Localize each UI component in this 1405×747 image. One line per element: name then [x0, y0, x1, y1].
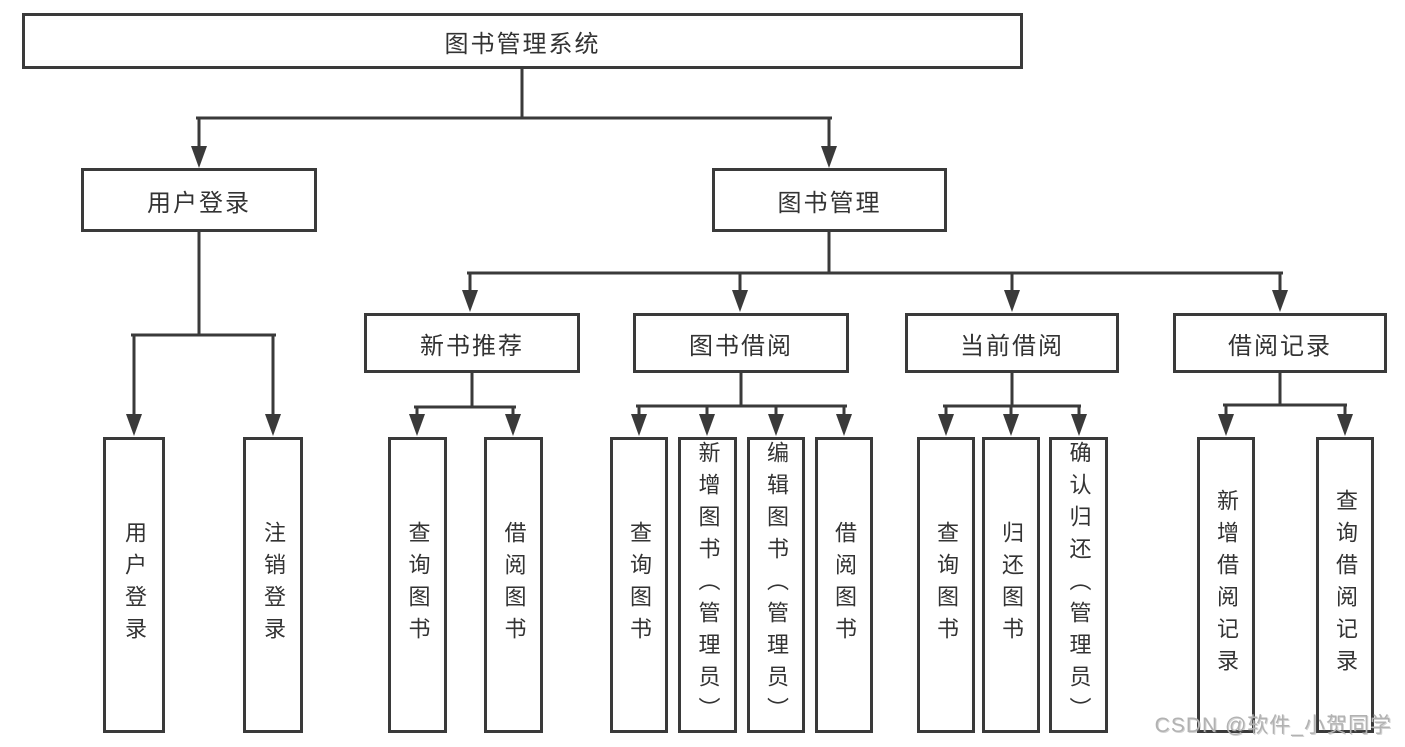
connector-current-borrow-children	[938, 371, 1087, 436]
arrowhead	[821, 146, 837, 168]
arrowhead	[938, 414, 954, 436]
arrowhead	[732, 290, 748, 312]
node-module-label: 借阅记录	[1228, 332, 1332, 360]
leaf-label: 用户登录	[122, 521, 147, 649]
node-branch-book-management: 图书管理	[712, 168, 947, 232]
connector-line	[196, 67, 832, 152]
leaf-query-books-recommend: 查询图书	[388, 437, 447, 733]
leaf-label: 新增借阅记录	[1214, 489, 1239, 681]
connector-book-borrow-children	[631, 371, 852, 436]
leaf-borrow-books-recommend: 借阅图书	[484, 437, 543, 733]
leaf-label: 借阅图书	[832, 521, 857, 649]
leaf-label: 查询图书	[405, 521, 431, 649]
connector-line	[1223, 371, 1347, 422]
connector-borrow-records-children	[1218, 371, 1353, 436]
arrowhead	[1003, 414, 1019, 436]
arrowhead	[265, 414, 281, 436]
arrowhead	[1071, 414, 1087, 436]
leaf-query-borrow-record: 查询借阅记录	[1316, 437, 1374, 733]
node-branch-label: 图书管理	[777, 189, 882, 217]
watermark-text: CSDN @软件_小贺同学	[1154, 714, 1392, 737]
connector-new-book-children	[409, 371, 521, 436]
node-root-label: 图书管理系统	[444, 30, 601, 58]
leaf-query-books-borrow: 查询图书	[610, 437, 668, 733]
leaf-label: 查询借阅记录	[1333, 489, 1358, 681]
leaf-borrow-books: 借阅图书	[815, 437, 873, 733]
connector-line	[414, 371, 516, 422]
connector-root-to-branches	[191, 67, 837, 168]
connector-line	[943, 371, 1081, 422]
leaf-label: 新增图书（管理员）	[695, 441, 721, 729]
leaf-label: 查询图书	[627, 521, 652, 649]
arrowhead	[836, 414, 852, 436]
arrowhead	[126, 414, 142, 436]
leaf-confirm-return-admin: 确认归还（管理员）	[1049, 437, 1108, 733]
connector-book-management-children	[462, 230, 1288, 312]
arrowhead	[631, 414, 647, 436]
leaf-label: 借阅图书	[501, 521, 527, 649]
node-branch-label: 用户登录	[147, 189, 251, 217]
node-branch-user-login: 用户登录	[81, 168, 317, 232]
node-module-label: 新书推荐	[420, 332, 524, 360]
leaf-label: 确认归还（管理员）	[1066, 441, 1092, 729]
node-module-label: 当前借阅	[960, 332, 1064, 360]
leaf-edit-book-admin: 编辑图书（管理员）	[747, 437, 805, 733]
arrowhead	[462, 290, 478, 312]
node-module-borrow-records: 借阅记录	[1173, 313, 1387, 373]
leaf-label: 注销登录	[261, 521, 286, 649]
node-module-label: 图书借阅	[689, 332, 793, 360]
arrowhead	[191, 146, 207, 168]
arrowhead	[1272, 290, 1288, 312]
arrowhead	[1218, 414, 1234, 436]
node-module-new-book-recommend: 新书推荐	[364, 313, 580, 373]
leaf-query-books-current: 查询图书	[917, 437, 975, 733]
leaf-add-borrow-record: 新增借阅记录	[1197, 437, 1255, 733]
leaf-label: 归还图书	[999, 521, 1024, 649]
arrowhead	[409, 414, 425, 436]
arrowhead	[505, 414, 521, 436]
connector-user-login-children	[126, 231, 281, 436]
connector-line	[131, 231, 276, 420]
node-root: 图书管理系统	[22, 13, 1023, 69]
leaf-label: 查询图书	[934, 521, 959, 649]
leaf-add-book-admin: 新增图书（管理员）	[678, 437, 737, 733]
leaf-return-books: 归还图书	[982, 437, 1040, 733]
arrowhead	[1004, 290, 1020, 312]
arrowhead	[1337, 414, 1353, 436]
leaf-user-login: 用户登录	[103, 437, 165, 733]
arrowhead	[768, 414, 784, 436]
leaf-label: 编辑图书（管理员）	[764, 441, 789, 729]
connector-line	[467, 230, 1283, 296]
node-module-current-borrow: 当前借阅	[905, 313, 1119, 373]
arrowhead	[699, 414, 715, 436]
connector-line	[636, 371, 847, 422]
leaf-logout: 注销登录	[243, 437, 303, 733]
node-module-book-borrow: 图书借阅	[633, 313, 849, 373]
